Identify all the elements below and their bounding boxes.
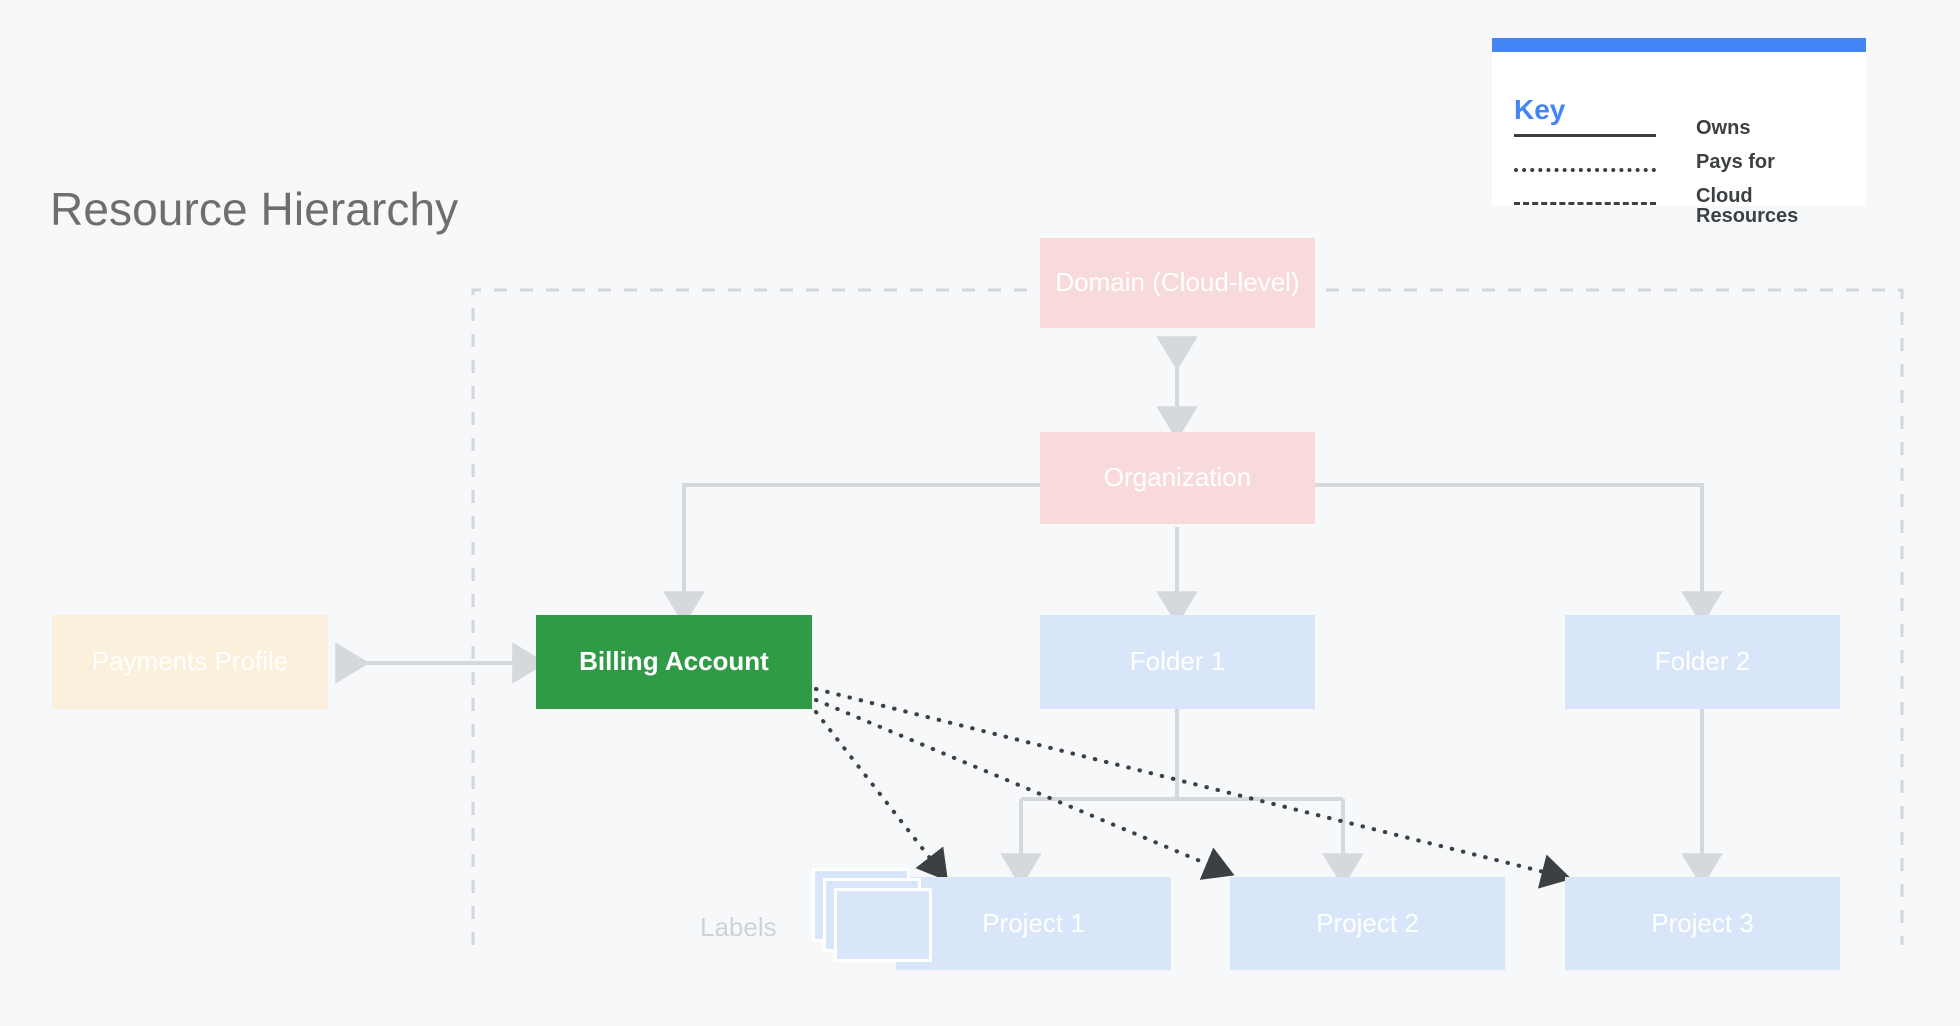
edge-billing-project1 [814, 710, 949, 882]
dashed-line-sample-icon [1514, 202, 1656, 205]
solid-line-sample-icon [1514, 134, 1656, 137]
key-title: Key [1514, 94, 1566, 125]
node-project-2[interactable]: Project 2 [1230, 877, 1505, 970]
label-card-front [834, 888, 932, 962]
key-body: Key Owns Pays for Cloud Resources [1492, 52, 1866, 226]
edge-organization-folder2 [1315, 483, 1723, 626]
key-label-owns: Owns [1696, 117, 1751, 139]
node-organization[interactable]: Organization [1040, 432, 1315, 524]
page-title: Resource Hierarchy [50, 183, 459, 235]
node-domain[interactable]: Domain (Cloud-level) [1040, 238, 1315, 328]
key-accent-bar [1492, 38, 1866, 52]
node-billing-account[interactable]: Billing Account [536, 615, 812, 709]
node-payments-profile[interactable]: Payments Profile [52, 615, 328, 709]
node-project-1[interactable]: Project 1 [896, 877, 1171, 970]
key-label-cloud-resources: Cloud Resources [1696, 185, 1799, 227]
node-folder-2[interactable]: Folder 2 [1565, 615, 1840, 709]
edge-billing-project2 [814, 698, 1235, 880]
key-label-pays-for: Pays for [1696, 151, 1775, 173]
key-panel: Key Owns Pays for Cloud Resources [1492, 38, 1866, 226]
labels-caption: Labels [700, 912, 777, 942]
edge-billing-project3 [814, 687, 1572, 889]
node-folder-1[interactable]: Folder 1 [1040, 615, 1315, 709]
node-project-3[interactable]: Project 3 [1565, 877, 1840, 970]
dotted-line-sample-icon [1514, 168, 1656, 172]
edge-folder1-projects [1000, 709, 1364, 888]
labels-stack-icon[interactable] [812, 868, 934, 964]
edge-organization-billing [663, 483, 1040, 626]
key-row-cloud-resources: Cloud Resources [1514, 186, 1844, 226]
key-row-owns: Owns [1514, 118, 1844, 154]
key-row-pays-for: Pays for [1514, 152, 1844, 188]
